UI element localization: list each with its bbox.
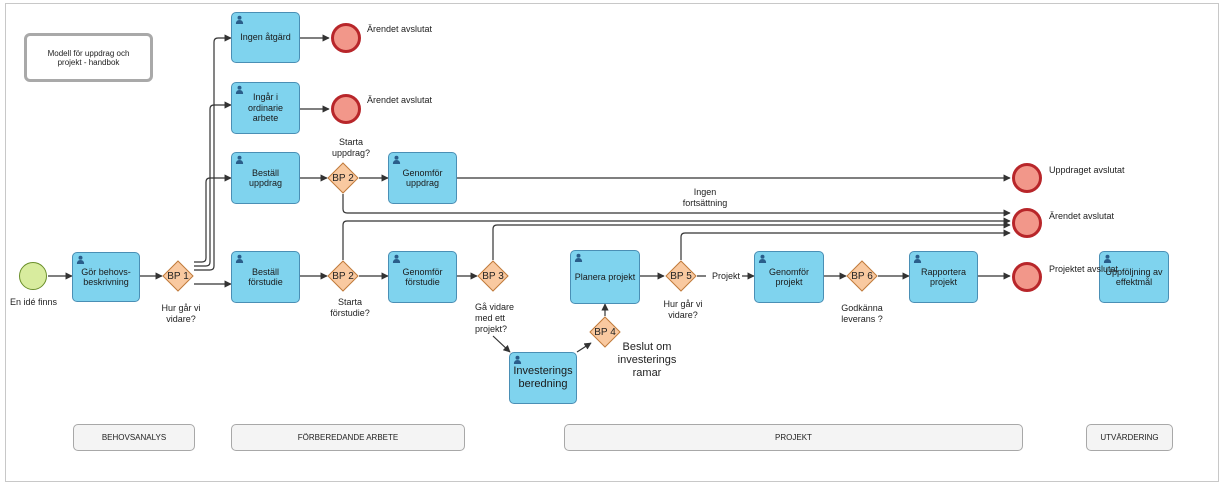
flow-bp3-to-end4 bbox=[492, 221, 1011, 260]
task-label: Planera projekt bbox=[574, 271, 636, 282]
gateway-label: BP 5 bbox=[670, 270, 692, 282]
user-task-icon bbox=[76, 255, 85, 264]
task-label: Ingen åtgärd bbox=[240, 32, 291, 43]
phase-projekt: PROJEKT bbox=[564, 424, 1023, 451]
task-genomfor-uppdrag[interactable]: Genomför uppdrag bbox=[388, 152, 457, 204]
gateway-label: BP 1 bbox=[167, 270, 189, 282]
user-task-icon bbox=[913, 254, 922, 263]
gateway-label: BP 3 bbox=[482, 270, 504, 282]
end-event-label: Uppdraget avslutat bbox=[1049, 165, 1125, 175]
end-event-arendet-1[interactable] bbox=[331, 23, 361, 53]
user-task-icon bbox=[392, 254, 401, 263]
task-label: Uppföljning av effektmål bbox=[1105, 266, 1163, 287]
phase-forberedande-arbete: FÖRBEREDANDE ARBETE bbox=[231, 424, 465, 451]
flow-label-ga-vidare: Gå vidare med ett projekt? bbox=[475, 302, 515, 334]
end-event-projektet[interactable] bbox=[1012, 262, 1042, 292]
user-task-icon bbox=[574, 253, 583, 262]
gateway-bp6[interactable]: BP 6 bbox=[846, 260, 878, 292]
task-label: Beställ uppdrag bbox=[248, 167, 283, 188]
end-event-arendet-2[interactable] bbox=[331, 94, 361, 124]
gateway-bp2-forstudie[interactable]: BP 2 bbox=[327, 260, 359, 292]
flow-bp2-to-end4 bbox=[342, 194, 1011, 217]
task-label: Rapportera projekt bbox=[920, 266, 967, 287]
gateway-label: BP 6 bbox=[851, 270, 873, 282]
task-uppfoljning-effektmal[interactable]: Uppföljning av effektmål bbox=[1099, 251, 1169, 303]
flow-label-starta-uppdrag: Starta uppdrag? bbox=[331, 137, 371, 158]
user-task-icon bbox=[392, 155, 401, 164]
task-label: Gör behovs-beskrivning bbox=[81, 266, 131, 287]
task-planera-projekt[interactable]: Planera projekt bbox=[570, 250, 640, 304]
flow-investering-to-bp4 bbox=[576, 342, 592, 353]
end-event-uppdraget[interactable] bbox=[1012, 163, 1042, 193]
flow-label-hur-gar-bp5: Hur går vi vidare? bbox=[663, 299, 703, 320]
end-event-label: Ärendet avslutat bbox=[367, 95, 433, 105]
start-event[interactable] bbox=[19, 262, 47, 290]
phase-behovsanalys: BEHOVSANALYS bbox=[73, 424, 195, 451]
task-bestall-uppdrag[interactable]: Beställ uppdrag bbox=[231, 152, 300, 204]
flow-bp1-to-ordinarie bbox=[194, 101, 232, 267]
diagram-frame bbox=[5, 3, 1219, 482]
flow-label-ingen-fortsattning: Ingen fortsättning bbox=[682, 187, 728, 208]
user-task-icon bbox=[235, 254, 244, 263]
start-event-label: En idé finns bbox=[10, 297, 58, 307]
gateway-bp3[interactable]: BP 3 bbox=[477, 260, 509, 292]
task-label: Investerings beredning bbox=[513, 365, 573, 390]
task-bestall-forstudie[interactable]: Beställ förstudie bbox=[231, 251, 300, 303]
task-ingen-atgard[interactable]: Ingen åtgärd bbox=[231, 12, 300, 63]
flow-bp3-to-investering bbox=[492, 335, 511, 353]
task-rapportera-projekt[interactable]: Rapportera projekt bbox=[909, 251, 978, 303]
task-genomfor-projekt[interactable]: Genomför projekt bbox=[754, 251, 824, 303]
task-genomfor-forstudie[interactable]: Genomför förstudie bbox=[388, 251, 457, 303]
gateway-bp1[interactable]: BP 1 bbox=[162, 260, 194, 292]
gateway-bp2-uppdrag[interactable]: BP 2 bbox=[327, 162, 359, 194]
flow-bp1-to-bestall-uppdrag bbox=[194, 174, 232, 263]
flow-bp1-to-ingen-atgard bbox=[194, 34, 232, 271]
flow-label-beslut-investering: Beslut om investerings ramar bbox=[617, 341, 677, 380]
task-label: Genomför uppdrag bbox=[402, 167, 443, 188]
end-event-label: Projektet avslutat bbox=[1049, 264, 1119, 274]
end-event-arendet-3[interactable] bbox=[1012, 208, 1042, 238]
task-label: Genomför förstudie bbox=[402, 266, 443, 287]
flow-label-godkanna-leverans: Godkänna leverans ? bbox=[841, 303, 883, 324]
model-title-note: Modell för uppdrag och projekt - handbok bbox=[24, 33, 153, 82]
user-task-icon bbox=[758, 254, 767, 263]
gateway-label: BP 2 bbox=[332, 270, 354, 282]
task-label: Ingår i ordinarie arbete bbox=[247, 92, 284, 124]
phase-utvardering: UTVÄRDERING bbox=[1086, 424, 1173, 451]
task-label: Genomför projekt bbox=[768, 266, 810, 287]
user-task-icon bbox=[235, 15, 244, 24]
gateway-label: BP 2 bbox=[332, 172, 354, 184]
gateway-bp4[interactable]: BP 4 bbox=[589, 316, 621, 348]
flow-label-hur-gar-bp1: Hur går vi vidare? bbox=[161, 303, 201, 324]
user-task-icon bbox=[1103, 254, 1112, 263]
end-event-label: Ärendet avslutat bbox=[1049, 211, 1115, 221]
user-task-icon bbox=[235, 155, 244, 164]
user-task-icon bbox=[235, 85, 244, 94]
end-event-label: Ärendet avslutat bbox=[367, 24, 433, 34]
flow-bp5-to-end4 bbox=[680, 229, 1011, 260]
flow-label-starta-forstudie: Starta förstudie? bbox=[330, 297, 370, 318]
task-investeringsberedning[interactable]: Investerings beredning bbox=[509, 352, 577, 404]
flow-label-projekt: Projekt bbox=[712, 271, 741, 281]
flow-bp2b-to-end4 bbox=[342, 217, 1011, 260]
user-task-icon bbox=[513, 355, 522, 364]
gateway-bp5[interactable]: BP 5 bbox=[665, 260, 697, 292]
task-behovsbeskrivning[interactable]: Gör behovs-beskrivning bbox=[72, 252, 140, 302]
task-ordinarie-arbete[interactable]: Ingår i ordinarie arbete bbox=[231, 82, 300, 134]
task-label: Beställ förstudie bbox=[248, 266, 283, 287]
gateway-label: BP 4 bbox=[594, 326, 616, 338]
